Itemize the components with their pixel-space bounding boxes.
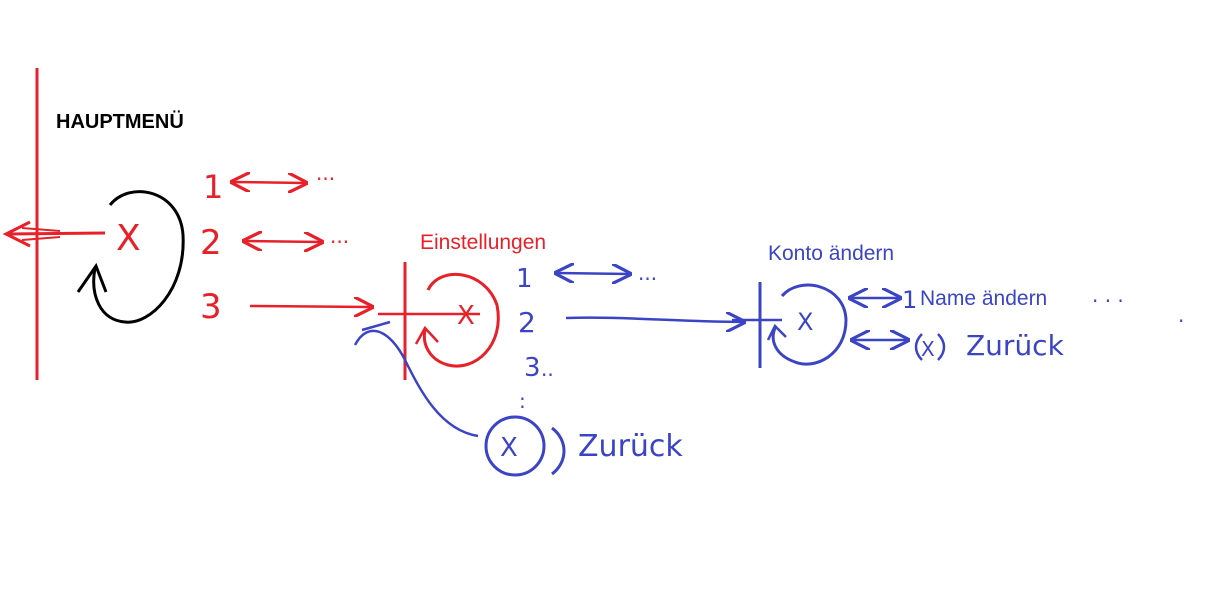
settings-back-circle bbox=[484, 415, 546, 477]
settings-option-1-ellipsis: ... bbox=[638, 261, 657, 285]
account-menu-cursor: X bbox=[797, 308, 813, 336]
account-back-symbol: X bbox=[921, 337, 935, 361]
account-menu-loop bbox=[771, 283, 848, 366]
main-option-1-ellipsis: ... bbox=[316, 161, 335, 185]
main-option-1-number: 1 bbox=[203, 168, 223, 206]
settings-menu-title: Einstellungen bbox=[420, 231, 546, 254]
account-option-1-extra-dot: . bbox=[1178, 303, 1184, 327]
settings-option-2-arrow bbox=[565, 318, 744, 322]
main-option-2-number: 2 bbox=[200, 223, 222, 263]
main-menu: HAUPTMENÜ X 1 ... 2 ... 3 bbox=[2, 68, 372, 380]
main-option-3-arrow bbox=[249, 306, 372, 307]
main-option-2-ellipsis: ... bbox=[330, 224, 349, 248]
main-menu-loop bbox=[92, 190, 185, 324]
main-option-3-number: 3 bbox=[200, 287, 222, 327]
account-menu-title: Konto ändern bbox=[768, 242, 894, 265]
settings-menu-cursor: X bbox=[457, 301, 475, 331]
account-option-1-number: 1 bbox=[902, 286, 917, 314]
settings-menu-loop-arrowhead bbox=[414, 325, 439, 345]
account-option-1-ellipsis: . . . bbox=[1092, 283, 1124, 307]
settings-option-1-number: 1 bbox=[516, 264, 533, 294]
main-menu-exit-arrow bbox=[7, 231, 106, 236]
settings-more-indicator: : bbox=[519, 389, 526, 413]
account-back-label: Zurück bbox=[966, 329, 1065, 362]
main-option-2-arrow bbox=[244, 241, 322, 242]
main-menu-exit-arrowhead bbox=[2, 220, 31, 248]
main-menu-exit-arrow-inner bbox=[21, 227, 61, 241]
main-menu-loop-arrowhead bbox=[76, 262, 108, 293]
settings-menu: Einstellungen X 1 ... 2 3 .. : X Zurück bbox=[353, 231, 744, 477]
settings-option-2-number: 2 bbox=[518, 306, 536, 339]
settings-back-paren bbox=[551, 426, 566, 476]
main-menu-cursor: X bbox=[116, 218, 141, 259]
settings-option-3-number: 3 bbox=[524, 353, 541, 383]
settings-menu-loop bbox=[422, 273, 500, 368]
main-option-1-arrow bbox=[232, 182, 306, 183]
account-menu: Konto ändern X 1 Name ändern . . . . X Z… bbox=[732, 242, 1184, 368]
account-menu-loop-arrowhead bbox=[766, 323, 787, 341]
settings-back-symbol: X bbox=[500, 433, 518, 463]
settings-back-arrowhead bbox=[361, 320, 391, 332]
main-menu-title: HAUPTMENÜ bbox=[56, 110, 184, 133]
account-back-paren-left bbox=[914, 333, 923, 361]
settings-option-3-ellipsis: .. bbox=[541, 357, 554, 381]
account-back-paren-right bbox=[937, 333, 946, 361]
settings-back-arrow bbox=[353, 329, 479, 438]
account-option-1-label: Name ändern bbox=[920, 287, 1047, 310]
settings-option-1-arrow bbox=[556, 273, 630, 274]
settings-back-label: Zurück bbox=[578, 429, 683, 464]
